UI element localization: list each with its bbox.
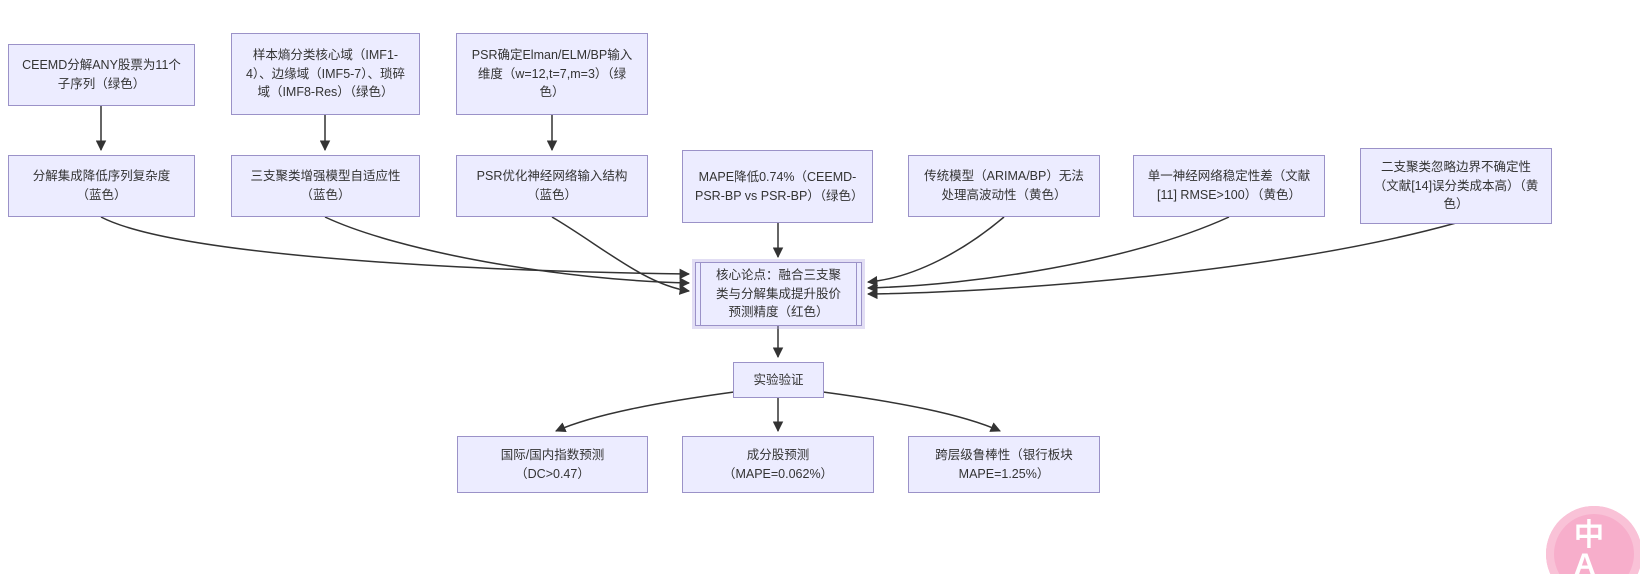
node-mape-improvement: MAPE降低0.74%（CEEMD-PSR-BP vs PSR-BP）（绿色） (682, 150, 873, 223)
node-decompose-benefit: 分解集成降低序列复杂度（蓝色） (8, 155, 195, 217)
node-single-nn-limitation: 单一神经网络稳定性差（文献[11] RMSE>100）（黄色） (1133, 155, 1325, 217)
node-core-thesis: 核心论点：融合三支聚类与分解集成提升股价预测精度（红色） (695, 262, 862, 326)
translate-icon: 中 A (1574, 519, 1604, 574)
node-sample-entropy-domains: 样本熵分类核心域（IMF1-4）、边缘域（IMF5-7）、琐碎域（IMF8-Re… (231, 33, 420, 115)
node-three-way-clustering-benefit: 三支聚类增强模型自适应性（蓝色） (231, 155, 420, 217)
translate-badge-button[interactable]: 中 A (1546, 506, 1640, 574)
node-result-cross-level-robustness: 跨层级鲁棒性（银行板块 MAPE=1.25%） (908, 436, 1100, 493)
node-result-component-stock: 成分股预测（MAPE=0.062%） (682, 436, 874, 493)
node-experiment-validation: 实验验证 (733, 362, 824, 398)
node-result-index-prediction: 国际/国内指数预测（DC>0.47） (457, 436, 648, 493)
node-traditional-model-limitation: 传统模型（ARIMA/BP）无法处理高波动性（黄色） (908, 155, 1100, 217)
node-psr-structure-benefit: PSR优化神经网络输入结构（蓝色） (456, 155, 648, 217)
node-two-way-clustering-limitation: 二支聚类忽略边界不确定性（文献[14]误分类成本高）（黄色） (1360, 148, 1552, 224)
node-psr-input-dimension: PSR确定Elman/ELM/BP输入维度（w=12,t=7,m=3）（绿色） (456, 33, 648, 115)
node-ceemd-decompose: CEEMD分解ANY股票为11个子序列（绿色） (8, 44, 195, 106)
